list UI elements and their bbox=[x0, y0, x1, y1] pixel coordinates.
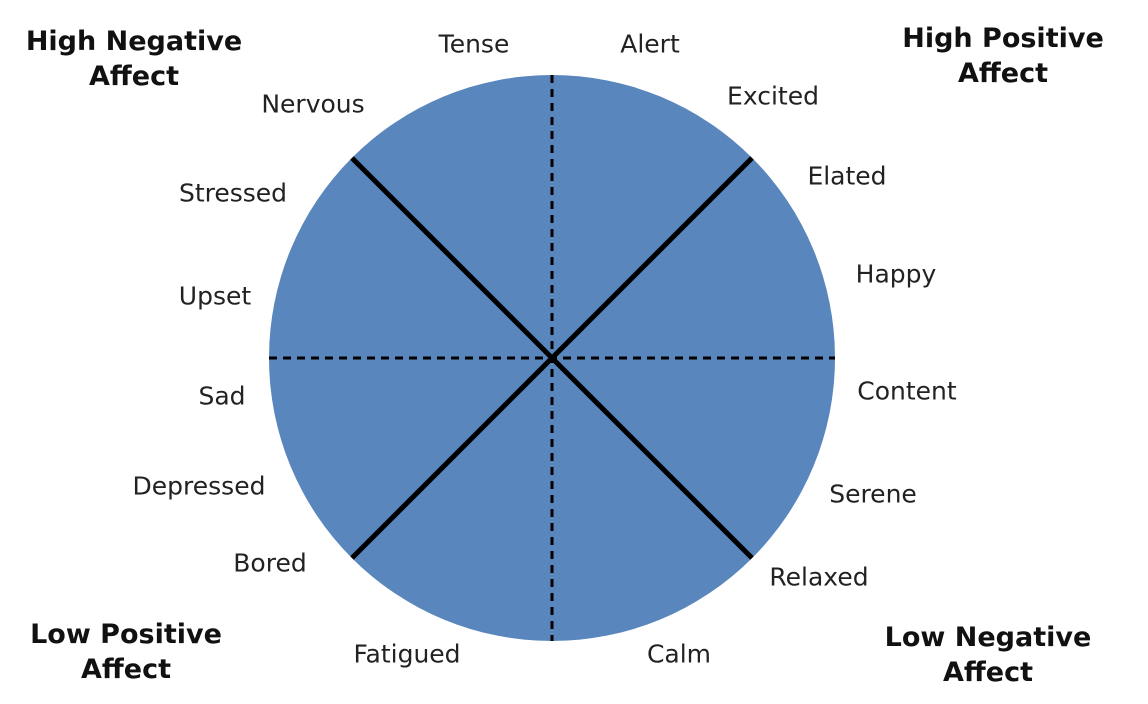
high-positive-affect-label: High Positive Affect bbox=[902, 21, 1104, 91]
high-positive-affect-line2: Affect bbox=[957, 58, 1048, 89]
high-negative-affect-label: High Negative Affect bbox=[26, 24, 242, 94]
emotion-label-alert: Alert bbox=[620, 29, 680, 59]
emotion-label-nervous: Nervous bbox=[261, 89, 365, 119]
emotion-label-bored: Bored bbox=[233, 548, 307, 578]
low-positive-affect-line2: Affect bbox=[81, 654, 171, 685]
high-negative-affect-line2: Affect bbox=[89, 61, 179, 92]
emotion-label-depressed: Depressed bbox=[132, 471, 266, 501]
emotion-label-happy: Happy bbox=[855, 259, 937, 289]
low-negative-affect-label: Low Negative Affect bbox=[885, 620, 1092, 690]
low-negative-affect-line1: Low Negative bbox=[884, 622, 1092, 653]
emotion-label-sad: Sad bbox=[198, 381, 246, 411]
emotion-label-elated: Elated bbox=[807, 161, 887, 191]
emotion-label-upset: Upset bbox=[178, 281, 252, 311]
low-positive-affect-label: Low Positive Affect bbox=[30, 617, 222, 687]
diagonal-negative-affect-axis bbox=[350, 156, 754, 560]
emotion-label-excited: Excited bbox=[727, 81, 819, 111]
emotion-label-fatigued: Fatigued bbox=[353, 639, 461, 669]
emotion-label-calm: Calm bbox=[646, 639, 712, 669]
emotion-label-content: Content bbox=[857, 376, 957, 406]
emotion-label-serene: Serene bbox=[829, 479, 917, 509]
emotion-label-stressed: Stressed bbox=[178, 178, 288, 208]
high-negative-affect-line1: High Negative bbox=[25, 26, 243, 57]
emotion-label-relaxed: Relaxed bbox=[769, 562, 869, 592]
low-positive-affect-line1: Low Positive bbox=[30, 619, 222, 650]
emotion-label-tense: Tense bbox=[438, 29, 510, 59]
high-positive-affect-line1: High Positive bbox=[902, 23, 1104, 54]
low-negative-affect-line2: Affect bbox=[942, 657, 1033, 688]
